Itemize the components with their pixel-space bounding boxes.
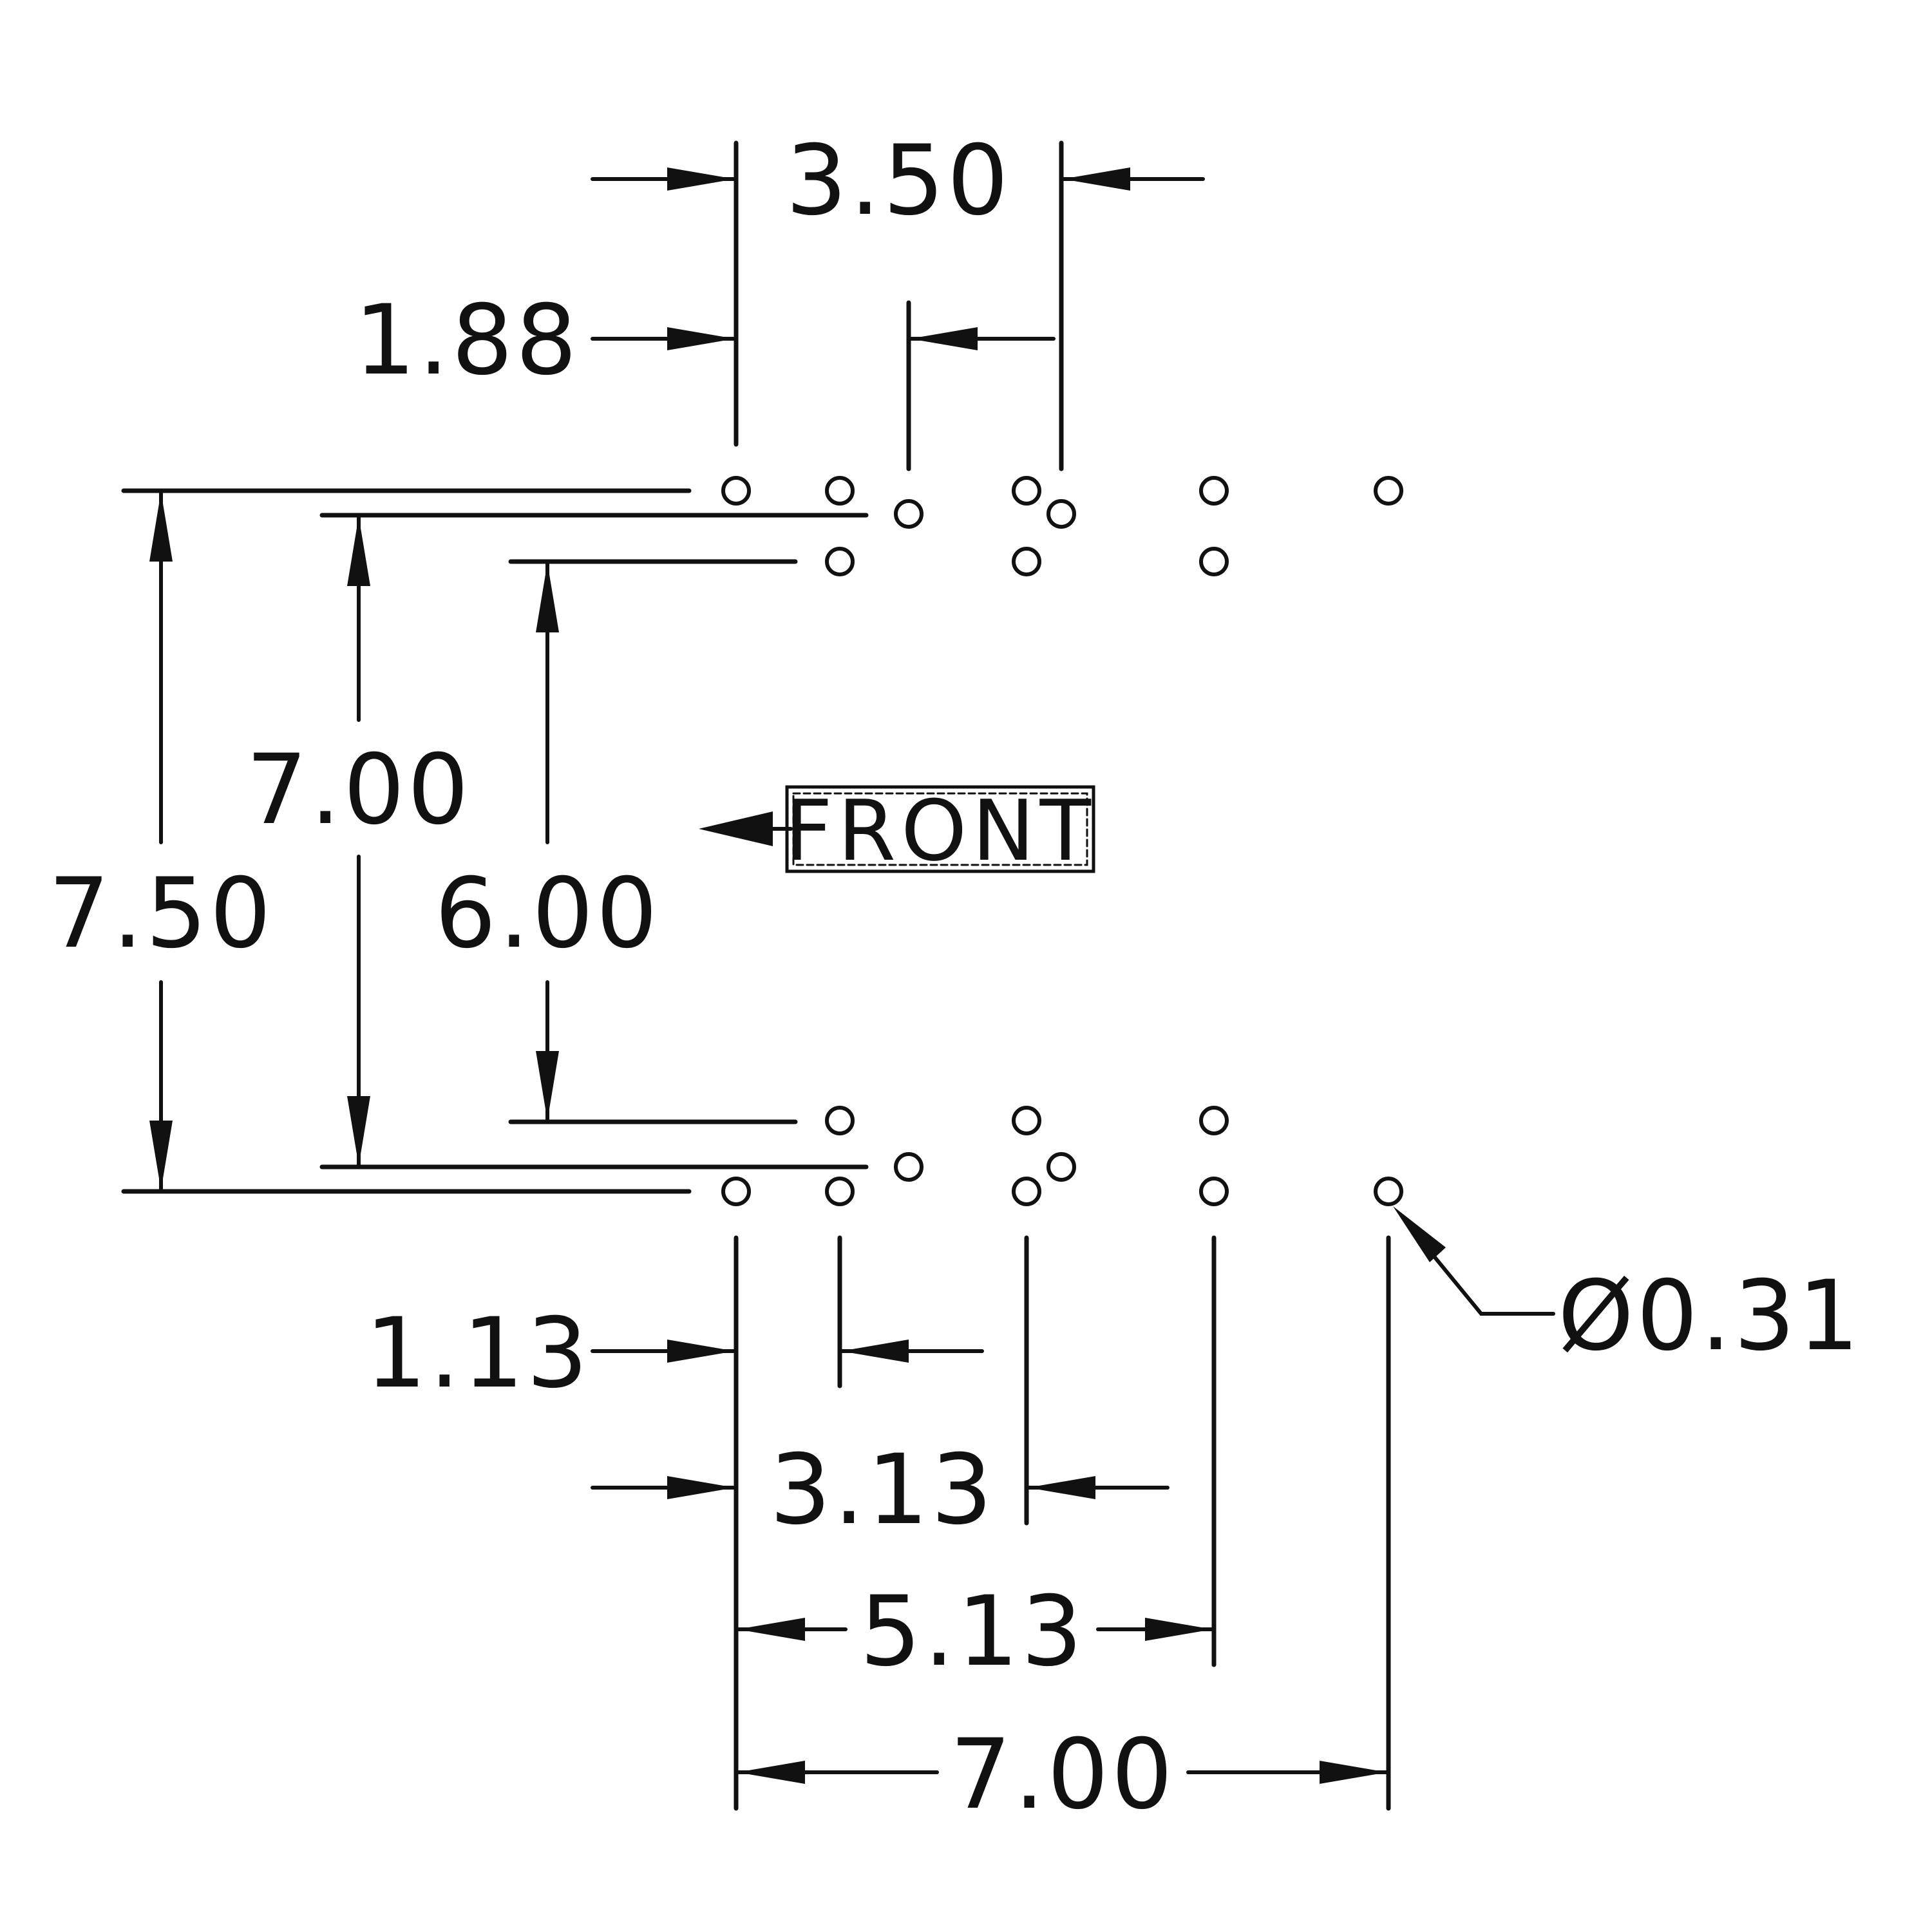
hole (1046, 1152, 1076, 1182)
hole (721, 1177, 751, 1206)
dim-6-00-arrows (536, 561, 559, 1122)
hole (825, 1106, 855, 1135)
dim-left-inner-label: 6.00 (435, 858, 660, 970)
front-arrow (699, 811, 793, 846)
bottom-extension-lines (734, 1235, 1391, 1811)
dim-left-middle-label: 7.00 (246, 734, 471, 846)
hole (1199, 1177, 1229, 1206)
hole (1012, 547, 1041, 576)
hole (825, 476, 855, 506)
dim-bottom-overall-label: 7.00 (950, 1719, 1175, 1831)
dim-3-50-arrows (591, 167, 1205, 191)
hole (1012, 1177, 1041, 1206)
hole (1199, 1106, 1229, 1135)
hole (894, 1152, 923, 1182)
hole (1012, 1106, 1041, 1135)
hole (1199, 476, 1229, 506)
left-extension-lines (121, 488, 869, 1194)
hole (1199, 547, 1229, 576)
hole (721, 476, 751, 506)
front-label-box (785, 785, 1095, 873)
top-extension-lines (734, 140, 1064, 471)
front-label: FRONT (784, 782, 1096, 880)
hole (1012, 476, 1041, 506)
hole (894, 499, 923, 529)
dim-7-00-left-arrows (347, 515, 370, 1168)
hole-diameter-label: Ø0.31 (1558, 1260, 1862, 1372)
dim-top-inner-label: 1.88 (354, 285, 580, 397)
hole (1374, 1177, 1403, 1206)
hole (825, 1177, 855, 1206)
dim-top-overall-label: 3.50 (786, 125, 1011, 237)
dim-bottom-3-label: 5.13 (860, 1576, 1085, 1688)
dim-bottom-1-label: 1.13 (365, 1298, 591, 1410)
dim-bottom-2-label: 3.13 (770, 1434, 995, 1546)
dim-7-50-arrows (149, 490, 173, 1192)
dim-1-88-arrows (591, 327, 1056, 350)
dim-1-13-arrows (591, 1340, 984, 1363)
top-hole-group (721, 476, 1403, 576)
dim-left-outer-label: 7.50 (48, 858, 274, 970)
dim-5-13-arrows (735, 1618, 1215, 1641)
dimension-labels: 3.50 1.88 7.50 7.00 6.00 1.13 3.13 5.13 … (48, 125, 1862, 1831)
hole (1046, 499, 1076, 529)
dim-7-00-bottom-arrows (735, 1761, 1389, 1784)
hole (825, 547, 855, 576)
dim-3-13-arrows (591, 1476, 1170, 1499)
bottom-hole-group (721, 1106, 1403, 1206)
diameter-leader (1393, 1206, 1555, 1316)
hole (1374, 476, 1403, 506)
